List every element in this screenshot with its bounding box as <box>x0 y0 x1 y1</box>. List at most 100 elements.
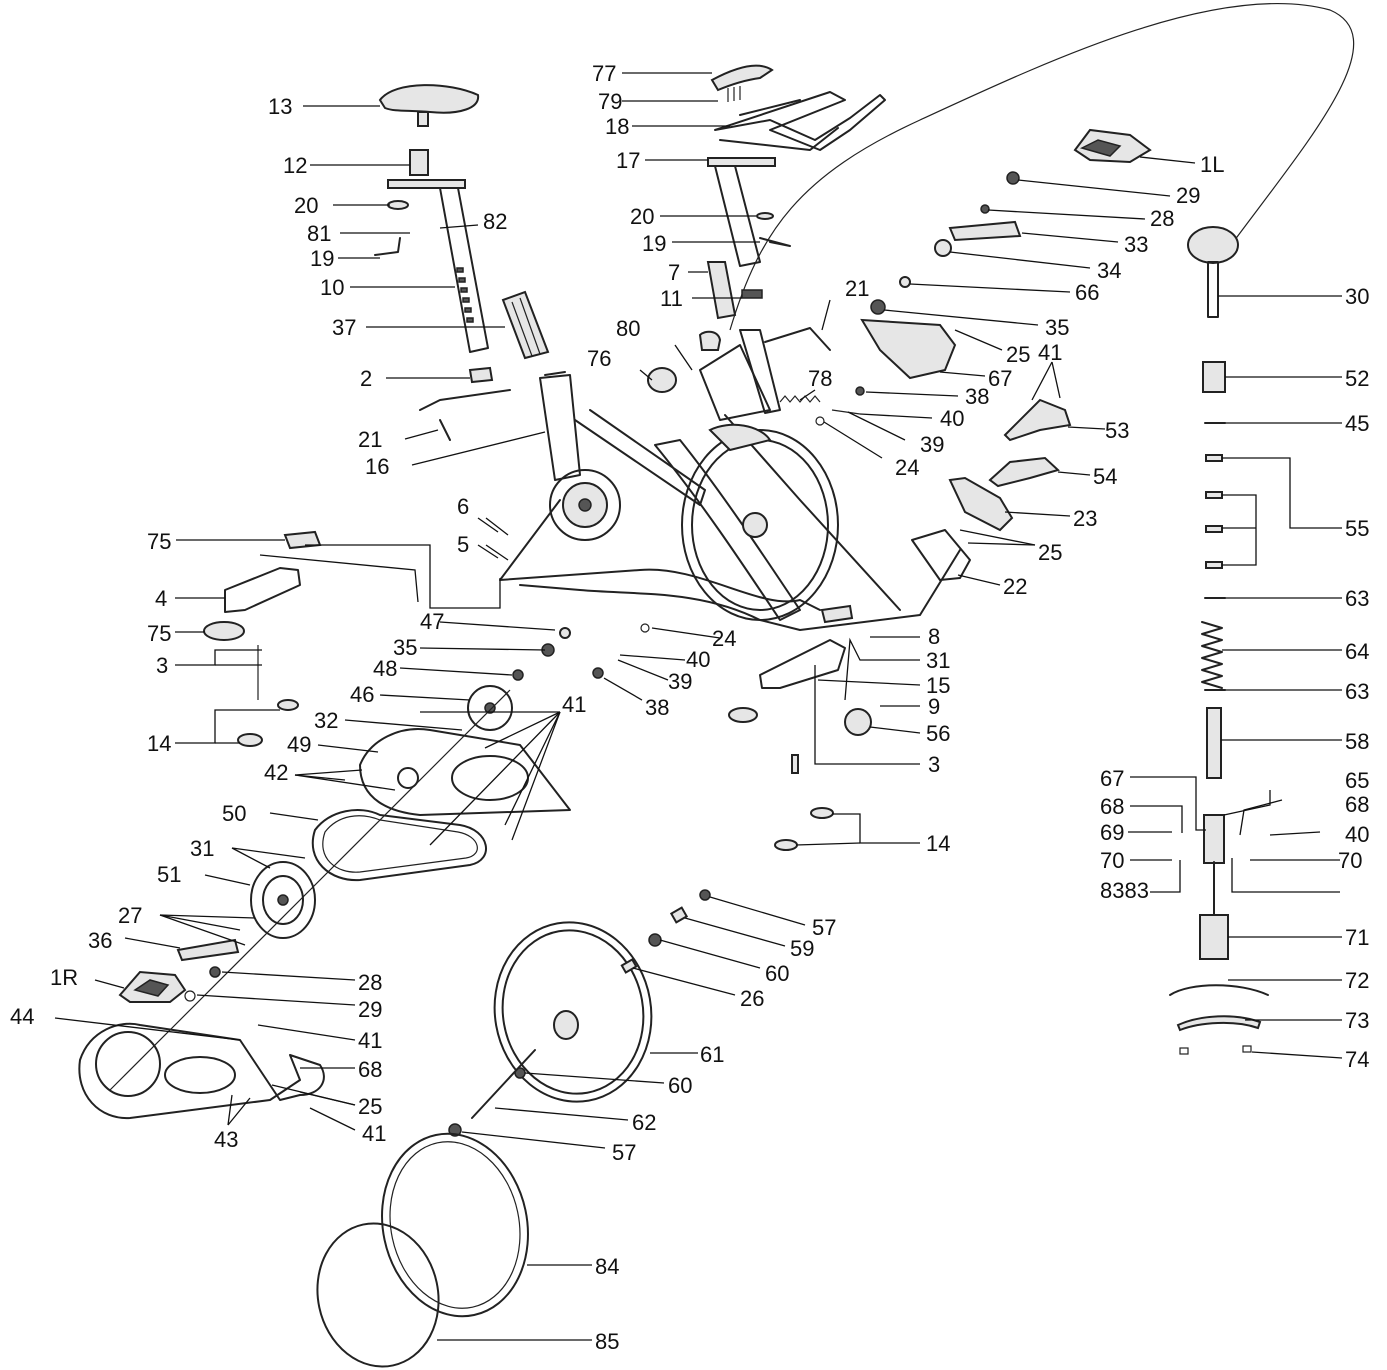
clamp-21b <box>764 327 831 351</box>
crank-36 <box>176 938 240 962</box>
main-frame-16 <box>499 329 961 631</box>
washer-20a <box>387 200 409 210</box>
label-24a: 24 <box>895 455 919 480</box>
crank-axle <box>109 689 511 1091</box>
flywheel-61 <box>493 921 653 1103</box>
bolt-3b <box>791 754 799 774</box>
cap-29a <box>1006 171 1020 185</box>
label-3a: 3 <box>156 653 168 678</box>
label-80: 80 <box>616 316 640 341</box>
cap-29b <box>184 990 196 1002</box>
label-16: 16 <box>365 454 389 479</box>
washer-66 <box>899 276 911 288</box>
washer-20b <box>756 212 774 220</box>
label-60a: 60 <box>765 961 789 986</box>
label-3b: 3 <box>928 752 940 777</box>
label-48: 48 <box>373 656 397 681</box>
label-25a: 25 <box>1006 342 1030 367</box>
inner-cover-slot <box>451 755 529 801</box>
belt-50 <box>311 809 487 882</box>
label-82: 82 <box>483 209 507 234</box>
foot-14b1 <box>810 807 834 819</box>
label-43: 43 <box>214 1127 238 1152</box>
bolt-38b <box>592 667 604 679</box>
label-70b: 70 <box>1338 848 1362 873</box>
resistance-knob-30 <box>1187 226 1239 318</box>
label-35a: 35 <box>1045 315 1069 340</box>
plate-72 <box>1169 984 1269 996</box>
label-67a: 67 <box>988 366 1012 391</box>
pin-74b <box>1242 1045 1252 1053</box>
label-51: 51 <box>157 862 181 887</box>
pad-73 <box>1176 1015 1262 1032</box>
brake-53 <box>1003 398 1072 442</box>
foot-14b2 <box>774 839 798 851</box>
label-20a: 20 <box>294 193 318 218</box>
bushing-76 <box>647 367 677 393</box>
label-41b: 41 <box>562 692 586 717</box>
bolt-38a <box>855 386 865 396</box>
label-11: 11 <box>660 286 683 311</box>
label-49: 49 <box>287 732 311 757</box>
label-78: 78 <box>808 366 832 391</box>
nut-48 <box>512 669 524 681</box>
label-76: 76 <box>587 346 611 371</box>
label-1R: 1R <box>50 965 78 990</box>
label-65: 65 <box>1345 768 1369 793</box>
pedal-1R <box>118 970 187 1003</box>
outer-cover-44 <box>78 1022 325 1120</box>
label-79: 79 <box>598 89 622 114</box>
label-22: 22 <box>1003 574 1027 599</box>
label-23: 23 <box>1073 506 1097 531</box>
bike-parts-drawing <box>78 2 1355 1368</box>
label-68b: 68 <box>1345 792 1369 817</box>
label-40a: 40 <box>940 406 964 431</box>
label-75b: 75 <box>147 621 171 646</box>
label-52: 52 <box>1345 366 1369 391</box>
pad-75b <box>203 621 245 641</box>
ring-84 <box>381 1132 529 1318</box>
label-54: 54 <box>1093 464 1117 489</box>
pedal-1L <box>1073 128 1152 164</box>
frame-flywheel <box>681 423 839 621</box>
label-28b: 28 <box>358 970 382 995</box>
label-67b: 67 <box>1100 766 1124 791</box>
label-56: 56 <box>926 721 950 746</box>
label-29a: 29 <box>1176 183 1200 208</box>
seat-13 <box>378 84 480 127</box>
label-73: 73 <box>1345 1008 1369 1033</box>
label-7: 7 <box>668 260 680 285</box>
label-19b: 19 <box>642 231 666 256</box>
label-70a: 70 <box>1100 848 1124 873</box>
bushing-2 <box>468 366 494 384</box>
label-50: 50 <box>222 801 246 826</box>
handlebar-18 <box>714 91 886 151</box>
washer-24a <box>815 416 825 426</box>
label-39b: 39 <box>668 669 692 694</box>
label-84: 84 <box>595 1254 619 1279</box>
knob-19b <box>759 237 791 247</box>
stabilizer-15 <box>759 639 846 689</box>
pad-77 <box>710 64 774 92</box>
label-85: 85 <box>595 1329 619 1354</box>
label-10: 10 <box>320 275 344 300</box>
label-44: 44 <box>10 1004 34 1029</box>
label-21b: 21 <box>845 276 869 301</box>
label-2: 2 <box>360 366 372 391</box>
bearing-35a <box>870 299 886 315</box>
spacer-59 <box>669 906 689 924</box>
label-77: 77 <box>592 61 616 86</box>
label-29b: 29 <box>358 997 382 1022</box>
label-19a: 19 <box>310 246 334 271</box>
label-57a: 57 <box>812 915 836 940</box>
outer-cover-slot <box>164 1056 236 1094</box>
label-32: 32 <box>314 708 338 733</box>
pad-rear-top <box>820 604 854 624</box>
label-63a: 63 <box>1345 586 1369 611</box>
sleeve-52 <box>1202 361 1226 393</box>
label-26: 26 <box>740 986 764 1011</box>
label-25c: 25 <box>358 1094 382 1119</box>
label-38b: 38 <box>645 695 669 720</box>
label-24b: 24 <box>712 626 736 651</box>
frame-crank-pulley <box>549 469 621 541</box>
